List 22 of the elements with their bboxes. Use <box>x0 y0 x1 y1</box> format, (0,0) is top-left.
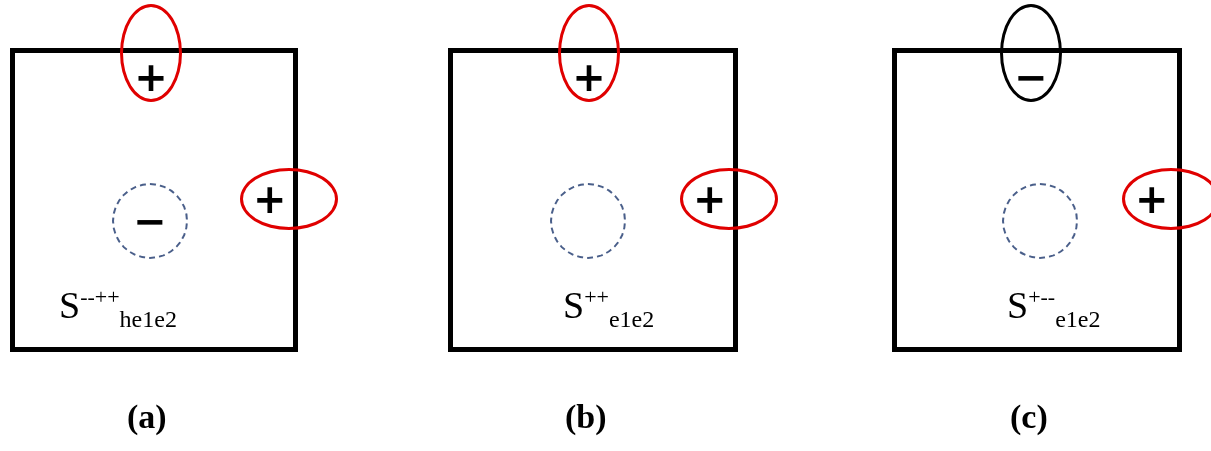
charge-sign: + <box>693 179 727 219</box>
dashed-circle <box>1002 183 1078 259</box>
charge-ellipse <box>1000 4 1062 102</box>
panel-frame <box>10 48 298 352</box>
panel-frame <box>448 48 738 352</box>
panel-frame <box>892 48 1182 352</box>
charge-ellipse <box>1122 168 1211 230</box>
charge-ellipse <box>240 168 338 230</box>
panel-caption: (a) <box>127 398 167 436</box>
panel-caption: (c) <box>1010 398 1048 436</box>
charge-sign: − <box>1014 57 1048 97</box>
charge-ellipse <box>558 4 620 102</box>
charge-sign: + <box>134 57 168 97</box>
charge-sign: − <box>133 201 167 241</box>
charge-sign: + <box>572 57 606 97</box>
dashed-circle <box>112 183 188 259</box>
panel-caption: (b) <box>565 398 607 436</box>
charge-ellipse <box>120 4 182 102</box>
charge-sign: + <box>1135 179 1169 219</box>
charge-ellipse <box>680 168 778 230</box>
dashed-circle <box>550 183 626 259</box>
charge-sign: + <box>253 179 287 219</box>
